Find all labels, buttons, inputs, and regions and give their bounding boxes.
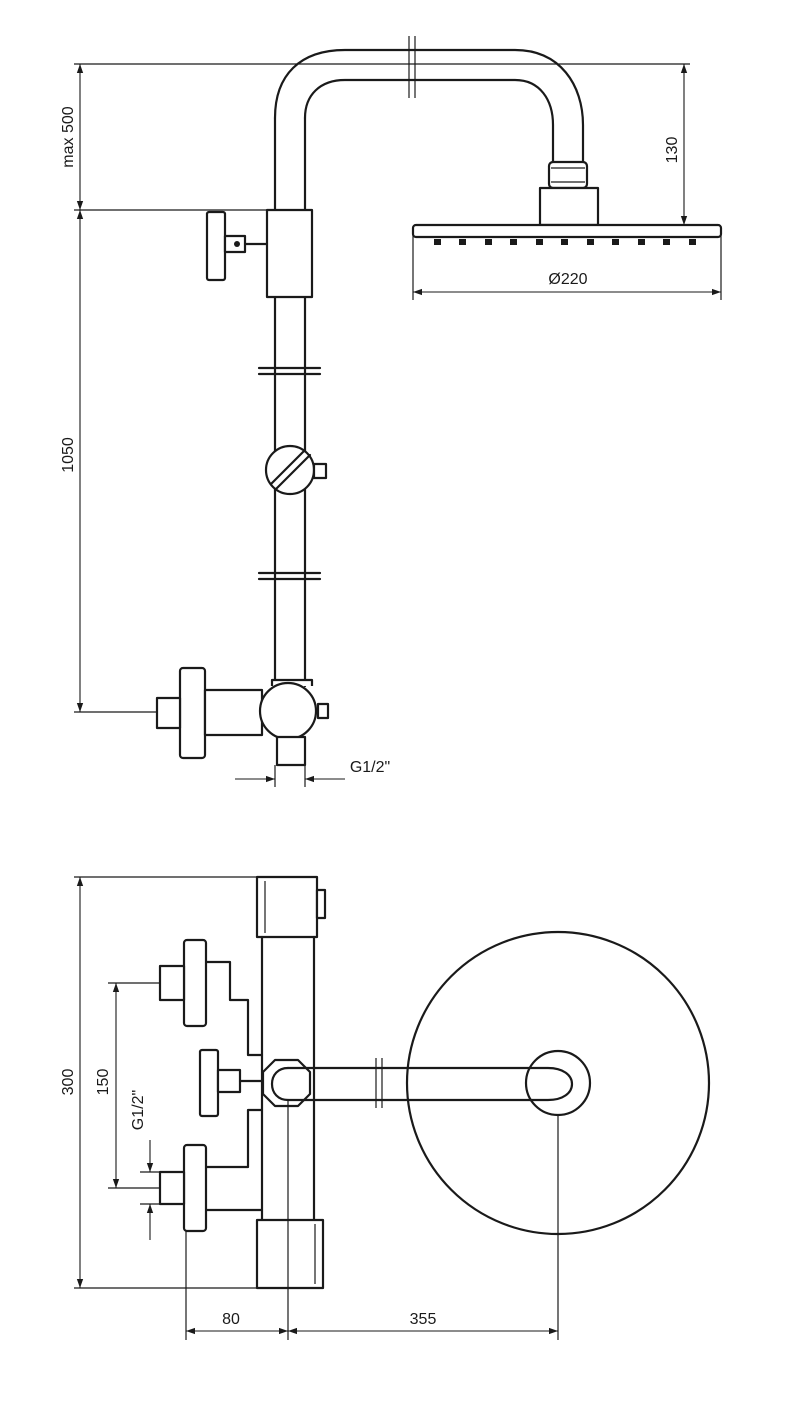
dim-label-max-500: max 500 [60,106,77,167]
dim-label-130: 130 [664,137,681,164]
pipe-clamp [257,571,322,581]
shower-arm-top [261,1049,592,1117]
dim-label-300: 300 [60,1069,77,1096]
dim-label-355: 355 [410,1311,437,1328]
riser-pipe [273,36,585,688]
side-view: max 500 1050 130 Ø220 G1/2" [60,36,723,787]
top-view: 300 150 G1/2" 80 355 [60,875,711,1340]
inlet-valve-bottom [158,1108,264,1233]
dim-label-g-half-inch: G1/2" [350,759,390,776]
inlet-valve-top [158,938,264,1057]
shower-head [411,160,723,245]
thermostatic-mixer [155,666,330,767]
diverter-block [205,208,314,299]
dim-label-150: 150 [95,1069,112,1096]
dim-label-1050: 1050 [60,437,77,473]
mixer-body-top [255,875,327,1290]
dimension-lines [74,63,722,787]
dim-label-diameter-220: Ø220 [548,271,587,288]
dim-label-80: 80 [222,1311,240,1328]
slider-knob [264,444,328,496]
diverter-handle-top [198,1048,264,1118]
pipe-clamp [257,366,322,376]
shower-head-nozzles [434,239,696,245]
dim-label-g-half-inch-top: G1/2" [130,1090,147,1130]
dimension-lines-top [74,876,559,1340]
